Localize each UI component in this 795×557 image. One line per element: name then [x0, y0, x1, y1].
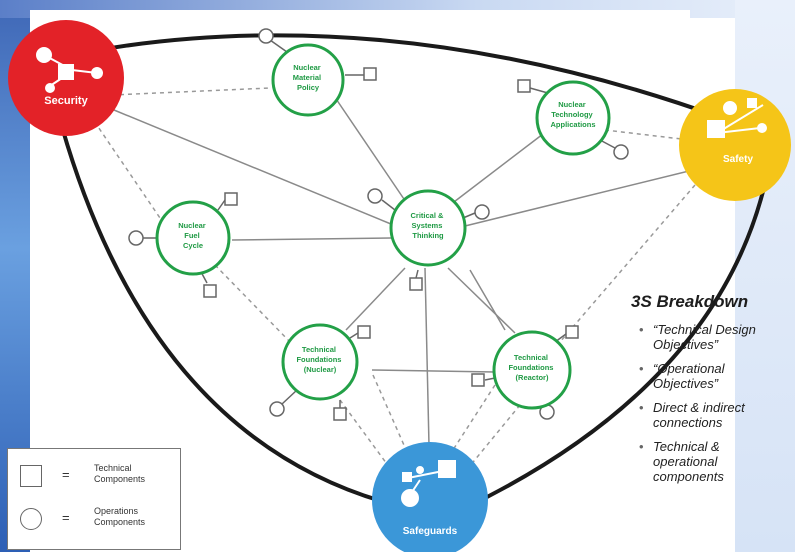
breakdown-item: •“Technical Design Objectives” — [639, 322, 756, 352]
label-critical-systems-thinking: Critical & Systems Thinking — [410, 211, 445, 240]
breakdown-title: 3S Breakdown — [631, 292, 749, 311]
safety-icon — [707, 98, 767, 138]
safety-node: Safety — [679, 89, 791, 201]
label-technical-foundations-nuclear: Technical Foundations (Nuclear) — [296, 345, 343, 374]
breakdown-item: •Direct & indirect connections — [639, 400, 745, 430]
legend-label-operations: Operations Components — [94, 506, 146, 527]
node-technical-foundations-nuclear — [281, 323, 359, 401]
legend-row-technical: = Technical Components — [18, 461, 178, 493]
safeguards-node: Safeguards — [372, 442, 488, 557]
breakdown-item: •Technical & operational components — [639, 439, 724, 484]
label-nuclear-fuel-cycle: Nuclear Fuel Cycle — [178, 221, 208, 250]
security-icon — [36, 47, 103, 93]
breakdown-item: •“Operational Objectives” — [639, 361, 725, 391]
label-nuclear-material-policy: Nuclear Material Policy — [293, 63, 323, 92]
node-technical-foundations-reactor — [492, 330, 572, 410]
node-nuclear-technology-applications — [535, 80, 611, 156]
legend-equals: = — [62, 467, 70, 482]
dotted-lines — [89, 87, 696, 479]
security-label: Security — [44, 95, 88, 107]
circle-icon — [20, 508, 42, 530]
boundary-curves — [58, 33, 772, 510]
node-critical-systems-thinking — [389, 189, 467, 267]
component-stubs — [128, 28, 629, 421]
legend: = Technical Components = Operations Comp… — [7, 448, 181, 550]
legend-row-operations: = Operations Components — [18, 504, 178, 536]
label-nuclear-technology-applications: Nuclear Technology Applications — [550, 100, 595, 129]
safeguards-icon — [401, 460, 456, 507]
legend-equals: = — [62, 510, 70, 525]
bullet-icon: • — [639, 361, 644, 376]
safeguards-label: Safeguards — [403, 526, 458, 537]
label-technical-foundations-reactor: Technical Foundations (Reactor) — [508, 353, 555, 382]
square-icon — [20, 465, 42, 487]
breakdown-list: •“Technical Design Objectives” •“Operati… — [631, 322, 795, 484]
security-node: Security — [8, 20, 124, 136]
bullet-icon: • — [639, 322, 644, 337]
connection-lines — [113, 89, 694, 491]
legend-label-technical: Technical Components — [94, 463, 146, 484]
safety-label: Safety — [723, 154, 753, 165]
topic-nodes — [155, 43, 611, 410]
node-nuclear-fuel-cycle — [155, 200, 231, 276]
bullet-icon: • — [639, 439, 644, 454]
breakdown-panel: 3S Breakdown •“Technical Design Objectiv… — [631, 292, 795, 552]
bullet-icon: • — [639, 400, 644, 415]
node-nuclear-material-policy — [271, 43, 345, 117]
